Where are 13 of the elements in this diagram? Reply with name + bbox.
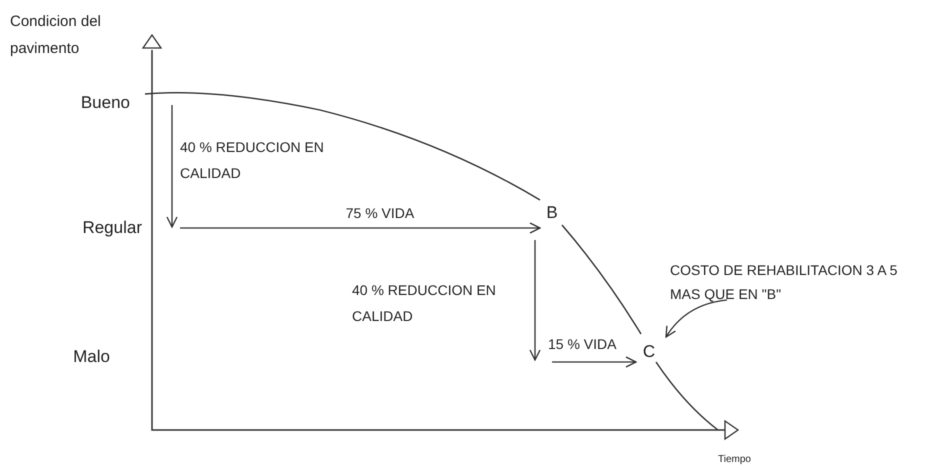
arrow: [180, 222, 541, 234]
point-label: B: [542, 200, 562, 226]
callout-arrow: [665, 299, 728, 338]
axis-title: Condicion del pavimento: [10, 12, 102, 59]
axis-title: Tiempo: [718, 453, 752, 467]
callout-text: COSTO DE REHABILITACION 3 A 5 MAS QUE EN "B": [670, 258, 915, 306]
arrow: [529, 240, 541, 361]
level-label: Malo: [60, 344, 110, 370]
level-label: Regular: [60, 215, 142, 240]
point-label: C: [638, 339, 660, 364]
level-label: Bueno: [60, 90, 130, 116]
annotation-text: 40 % REDUCCION EN CALIDAD: [180, 138, 325, 183]
arrow: [552, 356, 637, 368]
